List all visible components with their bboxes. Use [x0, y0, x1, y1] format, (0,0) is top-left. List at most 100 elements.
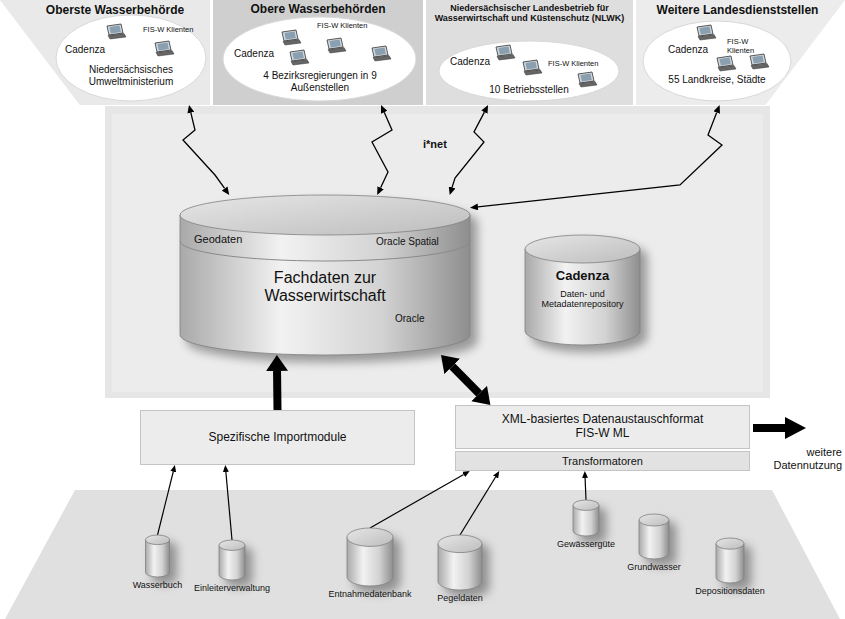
authority-panel: CadenzaFIS-W Klienten10 BetriebsstellenN…	[426, 0, 633, 105]
node-text: 10 Betriebsstellen	[483, 84, 575, 96]
keyboard	[524, 70, 542, 76]
shape	[438, 40, 620, 102]
panel-shape	[213, 0, 423, 105]
authority-panel: FIS-W KlientenCadenza55 Landkreise, Städ…	[636, 0, 845, 105]
cylinder-band	[180, 241, 470, 261]
network-link	[183, 113, 225, 189]
computer-icon	[750, 54, 769, 69]
shape	[430, 535, 490, 605]
screen	[330, 40, 341, 48]
node-text: Grundwasser	[622, 562, 686, 572]
node-text: Transformatoren	[458, 455, 747, 468]
keyboard	[751, 64, 769, 70]
network-link	[372, 112, 392, 187]
node-text: Einleiterverwaltung	[190, 583, 274, 593]
source-database: Gewässergüte	[555, 500, 617, 551]
computer-icon	[496, 45, 515, 60]
cylinder-top	[573, 500, 599, 510]
panel-shape	[0, 0, 210, 105]
node-text: Geodaten	[194, 233, 264, 246]
monitor	[282, 30, 298, 41]
cylinder-body	[525, 249, 640, 345]
import-arrow	[460, 477, 496, 535]
shape	[690, 538, 770, 598]
node-text: Cadenza	[668, 44, 712, 56]
node-text: Wasserbuch	[130, 580, 185, 590]
module-box: Spezifische Importmodule	[140, 410, 415, 465]
screen	[720, 58, 731, 66]
node-text: XML-basiertes Datenaustauschformat FIS-W…	[493, 413, 713, 441]
shape	[525, 235, 640, 345]
node-text: Obere Wasserbehörden	[213, 3, 423, 17]
client-ellipse: CadenzaFIS-W Klienten10 Betriebsstellen	[438, 40, 620, 102]
shape	[636, 0, 845, 105]
screen	[499, 47, 510, 55]
shape	[213, 0, 423, 105]
shape	[0, 0, 210, 105]
screen	[375, 48, 386, 56]
authority-panel: CadenzaFIS-W KlientenNiedersächsisches U…	[0, 0, 210, 105]
database-icon	[146, 535, 170, 577]
cylinder-top	[180, 195, 470, 235]
node-text: Gewässergüte	[555, 539, 617, 549]
ellipse-shape	[439, 41, 619, 101]
output-arrow-shaft	[753, 424, 786, 432]
keyboard	[579, 82, 597, 88]
shape	[130, 535, 185, 592]
node-text: Entnahmedatenbank	[322, 589, 418, 599]
node-text: Oracle Spatial	[376, 236, 456, 248]
cylinder-top	[639, 514, 669, 526]
monitor	[107, 24, 123, 35]
database-cylinder: GeodatenOracle SpatialFachdaten zur Wass…	[180, 195, 470, 355]
network-link	[478, 112, 722, 206]
transformer-box: Transformatoren	[455, 451, 750, 471]
keyboard	[291, 60, 309, 66]
node-text: FIS-W Klienten	[317, 22, 372, 31]
shape	[180, 195, 470, 355]
shape	[322, 528, 418, 601]
client-ellipse: CadenzaFIS-W KlientenNiedersächsisches U…	[55, 14, 207, 102]
computer-icon	[155, 41, 174, 56]
cylinder-top	[716, 538, 744, 549]
cylinder-body	[146, 540, 170, 577]
cylinder-top	[438, 535, 482, 553]
data-flow-arrow	[273, 371, 281, 410]
node-text: Depositionsdaten	[690, 586, 770, 596]
database-icon	[347, 528, 393, 586]
data-flow-arrow	[452, 366, 479, 393]
client-ellipse: FIS-W KlientenCadenza4 Bezirksregierunge…	[222, 16, 417, 102]
shape	[622, 514, 686, 574]
screen	[110, 26, 121, 34]
node-text: Daten- und Metadatenrepository	[530, 289, 635, 310]
computer-icon	[282, 30, 301, 45]
repository-cylinder: CadenzaDaten- und Metadatenrepository	[525, 235, 640, 345]
import-arrow	[158, 472, 174, 535]
keyboard	[328, 48, 346, 54]
monitor	[496, 45, 512, 56]
database-icon	[716, 538, 744, 583]
screen	[526, 62, 537, 70]
shape	[455, 405, 750, 449]
client-ellipse: FIS-W KlientenCadenza55 Landkreise, Städ…	[642, 20, 792, 102]
cylinder-body	[716, 544, 744, 583]
database-icon	[573, 500, 599, 536]
node-text: FIS-W Klienten	[143, 26, 198, 35]
output-arrow-head	[785, 417, 806, 439]
node-text: Cadenza	[525, 269, 640, 284]
monitor	[372, 46, 388, 57]
cylinder-top	[219, 540, 245, 550]
node-text: Niedersächsisches Umweltministerium	[81, 64, 181, 87]
cylinder-body	[639, 520, 669, 559]
node-text: 55 Landkreise, Städte	[662, 74, 772, 86]
database-icon	[438, 535, 482, 590]
shape	[555, 500, 617, 551]
monitor	[750, 54, 766, 65]
box-shape	[141, 411, 415, 465]
keyboard	[108, 34, 126, 40]
format-box: XML-basiertes Datenaustauschformat FIS-W…	[455, 405, 750, 449]
screen	[158, 43, 169, 51]
source-database: Wasserbuch	[130, 535, 185, 592]
computer-icon	[107, 24, 126, 39]
